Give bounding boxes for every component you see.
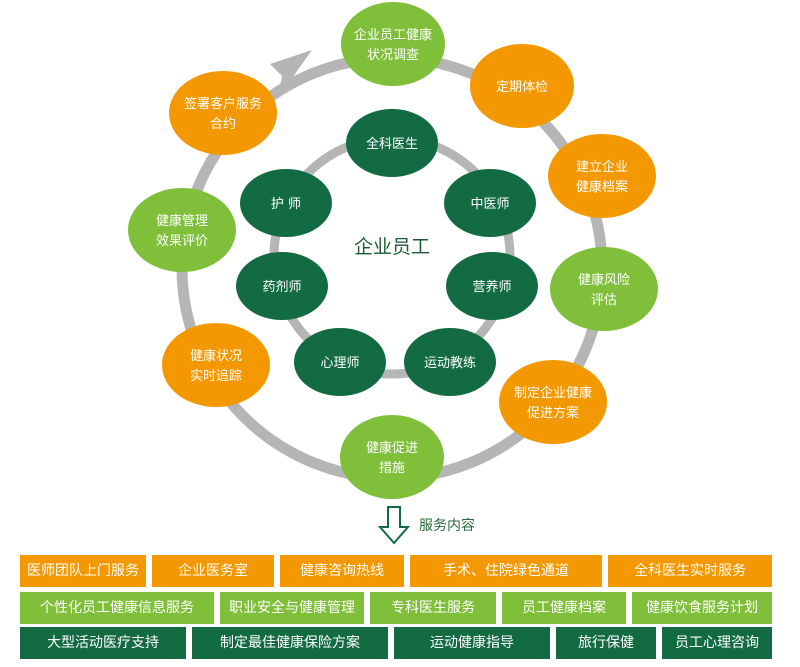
inner-node-psychologist-shape	[294, 328, 386, 396]
inner-node-tcm-label: 中医师	[470, 197, 509, 212]
health-management-cycle-diagram: 企业员工 企业员工健康状况调查定期体检建立企业健康档案健康风险评估制定企业健康促…	[128, 2, 658, 499]
outer-node-contract-shape	[169, 71, 277, 155]
service-personal-health-info: 个性化员工健康信息服务	[20, 592, 214, 624]
center-label: 企业员工	[354, 236, 430, 258]
inner-node-nurse-label: 护 师	[271, 197, 301, 212]
services-header: 服务内容	[377, 505, 517, 545]
outer-node-evaluation-shape	[128, 188, 236, 272]
service-gp-realtime: 全科医生实时服务	[608, 555, 772, 587]
outer-node-contract-label: 合约	[210, 117, 236, 132]
inner-node-gp-shape	[346, 109, 438, 177]
inner-node-coach-shape	[404, 328, 496, 396]
inner-node-pharmacist-label: 药剂师	[262, 280, 301, 295]
outer-node-checkup-label: 定期体检	[496, 80, 548, 95]
outer-node-checkup-shape	[470, 44, 574, 128]
service-row-1: 医师团队上门服务 企业医务室 健康咨询热线 手术、住院绿色通道 全科医生实时服务	[20, 555, 772, 587]
service-green-channel: 手术、住院绿色通道	[410, 555, 602, 587]
outer-node-tracking-shape	[162, 323, 270, 407]
service-health-records: 员工健康档案	[502, 592, 626, 624]
outer-node-plan-shape	[499, 360, 607, 444]
service-event-medical-support: 大型活动医疗支持	[20, 627, 186, 659]
outer-node-risk-label: 评估	[591, 293, 617, 308]
service-health-hotline: 健康咨询热线	[280, 555, 404, 587]
outer-node-plan-label: 制定企业健康	[514, 385, 592, 401]
service-psych-counseling: 员工心理咨询	[662, 627, 772, 659]
inner-node-psychologist-label: 心理师	[320, 356, 359, 371]
inner-node-nutritionist: 营养师	[446, 252, 538, 320]
outer-node-plan-label: 促进方案	[527, 405, 579, 421]
outer-node-records-label: 建立企业	[576, 159, 628, 175]
outer-node-measures-label: 措施	[379, 461, 405, 476]
service-exercise-guidance: 运动健康指导	[394, 627, 550, 659]
down-arrow-icon	[377, 506, 411, 545]
services-title: 服务内容	[419, 518, 475, 534]
service-travel-health: 旅行保健	[556, 627, 656, 659]
service-diet-plan: 健康饮食服务计划	[632, 592, 772, 624]
outer-node-evaluation-label: 效果评价	[156, 234, 208, 249]
service-company-clinic: 企业医务室	[152, 555, 274, 587]
inner-node-tcm-shape	[444, 169, 536, 237]
inner-node-tcm: 中医师	[444, 169, 536, 237]
outer-process-nodes: 企业员工健康状况调查定期体检建立企业健康档案健康风险评估制定企业健康促进方案健康…	[128, 2, 658, 499]
service-row-3: 大型活动医疗支持 制定最佳健康保险方案 运动健康指导 旅行保健 员工心理咨询	[20, 627, 772, 659]
outer-node-risk-shape	[550, 247, 658, 331]
outer-node-survey-shape	[341, 2, 445, 86]
outer-node-records-shape	[548, 134, 656, 218]
outer-node-checkup: 定期体检	[470, 44, 574, 128]
service-insurance-plan: 制定最佳健康保险方案	[192, 627, 388, 659]
outer-node-tracking-label: 健康状况	[190, 348, 242, 364]
inner-node-gp: 全科医生	[346, 109, 438, 177]
inner-node-coach: 运动教练	[404, 328, 496, 396]
inner-node-gp-label: 全科医生	[366, 136, 418, 152]
inner-node-pharmacist-shape	[236, 252, 328, 320]
inner-node-nutritionist-shape	[446, 252, 538, 320]
service-row-2: 个性化员工健康信息服务 职业安全与健康管理 专科医生服务 员工健康档案 健康饮食…	[20, 592, 772, 624]
outer-node-measures-shape	[340, 415, 444, 499]
outer-node-survey-label: 企业员工健康	[354, 27, 432, 43]
inner-node-coach-label: 运动教练	[424, 355, 476, 371]
inner-node-pharmacist: 药剂师	[236, 252, 328, 320]
outer-node-records-label: 健康档案	[576, 179, 628, 195]
inner-node-psychologist: 心理师	[294, 328, 386, 396]
cycle-arrow-icon	[270, 50, 312, 98]
service-occupational-safety: 职业安全与健康管理	[220, 592, 364, 624]
outer-node-evaluation-label: 健康管理	[156, 213, 208, 229]
outer-node-tracking-label: 实时追踪	[190, 368, 242, 384]
outer-node-contract-label: 签署客户服务	[184, 96, 262, 112]
outer-node-risk-label: 健康风险	[578, 272, 630, 288]
inner-node-nutritionist-label: 营养师	[472, 279, 511, 295]
service-specialist-doctor: 专科医生服务	[370, 592, 496, 624]
inner-node-nurse: 护 师	[240, 169, 332, 237]
service-door-to-door-doctors: 医师团队上门服务	[20, 555, 146, 587]
outer-node-measures-label: 健康促进	[366, 440, 418, 456]
inner-node-nurse-shape	[240, 169, 332, 237]
outer-node-survey-label: 状况调查	[367, 48, 419, 63]
